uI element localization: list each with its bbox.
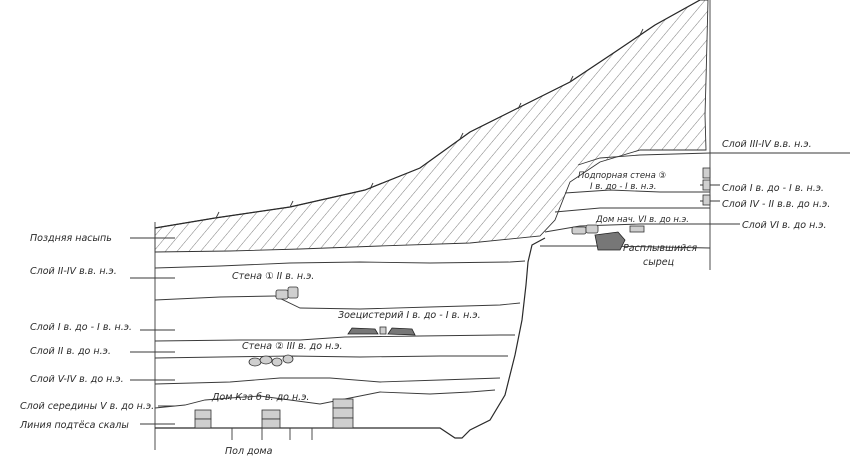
label-r-layer-3-4: Слой III-IV в.в. н.э. [722,139,812,150]
right-layer-line-5 [540,245,711,249]
layer-boundary-4 [154,355,508,359]
layer-boundary-1 [154,260,526,269]
right-layer-line-4 [544,223,710,233]
left-pointer-lines [130,237,175,425]
label-rock-line: Линия подтёса скалы [19,420,129,431]
right-layer-line-2 [564,189,710,194]
floor-ticks [210,427,335,440]
label-layer-2bc: Слой II в. до н.э. [30,346,111,357]
label-layer-5-4bc: Слой V-IV в. до н.э. [30,374,124,385]
wall-2-stones [248,354,294,367]
label-r-layer-6: Слой VI в. до н.э. [742,220,827,231]
label-early-house: Дом нач. VI в. до н.э. [595,215,689,225]
label-cistern: Зоецистерий I в. до - I в. н.э. [338,310,481,321]
early-house-stones [571,224,645,251]
right-layer-line-3 [554,207,710,213]
cistern-stones [347,326,416,336]
label-layer-1bc-1ad: Слой I в. до - I в. н.э. [30,322,132,333]
surface-profile-line [154,0,701,229]
label-spread-brick-line2: сырец [643,257,674,268]
label-floor: Пол дома [225,446,273,457]
label-retaining-wall-line1: Подпорная стена ③ [578,171,666,181]
right-layer-line-1 [577,152,711,166]
house-stones-left [194,409,212,429]
layer-boundary-2 [154,295,521,310]
layer-boundary-6 [154,389,496,409]
label-wall-1: Стена ① II в. н.э. [232,271,314,282]
layer-boundary-3 [154,334,515,342]
label-house-ks: Дом Кза б в. до н.э. [211,392,309,403]
retaining-wall-stones [702,167,711,206]
surface-tick-marks [215,28,644,219]
label-layer-mid5: Слой середины V в. до н.э. [20,401,154,412]
label-r-layer-4-2: Слой IV - II в.в. до н.э. [722,199,830,210]
label-retaining-wall-line2: I в. до - I в. н.э. [590,182,656,192]
house-stones-middle [261,409,281,429]
label-wall-2: Стена ② III в. до н.э. [242,341,343,352]
label-spread-brick-line1: Расплывшийся [623,243,697,254]
house-stones-right [332,398,354,429]
layer-boundary-5 [154,377,501,385]
label-late-fill: Поздняя насыпь [30,233,112,244]
wall-1-stones [275,286,299,300]
label-layer-2-4-ad: Слой II-IV в.в. н.э. [30,266,117,277]
label-r-layer-1bc: Слой I в. до - I в. н.э. [722,183,824,194]
